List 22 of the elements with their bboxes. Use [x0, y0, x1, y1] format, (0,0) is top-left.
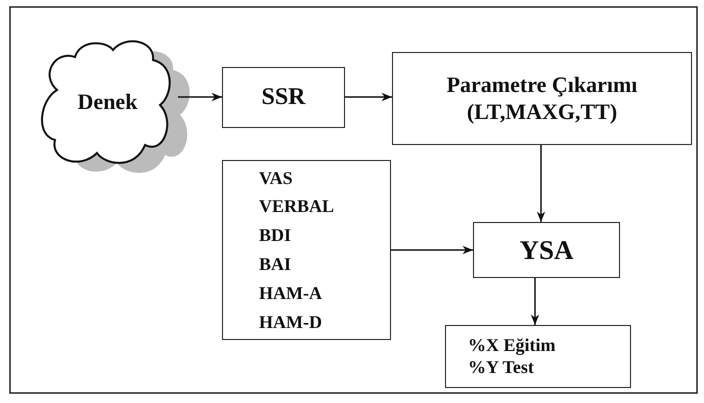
node-label: BAI: [259, 253, 292, 276]
process-box: [222, 160, 391, 340]
node-label: HAM-A: [259, 282, 322, 305]
arrow: [178, 92, 222, 102]
process-box: [392, 52, 692, 145]
arrow: [536, 145, 546, 222]
node-label: Denek: [78, 89, 138, 116]
arrow: [530, 278, 540, 325]
node-label: VERBAL: [259, 195, 334, 218]
node-label: SSR: [261, 83, 306, 112]
node-label: VAS: [259, 166, 293, 190]
node-label: BDI: [259, 224, 292, 248]
node-label: Parametre Çıkarımı (LT,MAXG,TT): [446, 72, 638, 125]
process-box: [473, 222, 620, 278]
process-box: [222, 67, 345, 128]
arrow: [389, 246, 473, 254]
node-label: YSA: [519, 234, 574, 266]
arrow: [343, 92, 392, 102]
node-label: %Y Test: [468, 356, 534, 378]
node-label: %X Eğitim: [468, 334, 556, 356]
process-box: [445, 325, 631, 388]
node-label: HAM-D: [259, 310, 322, 334]
